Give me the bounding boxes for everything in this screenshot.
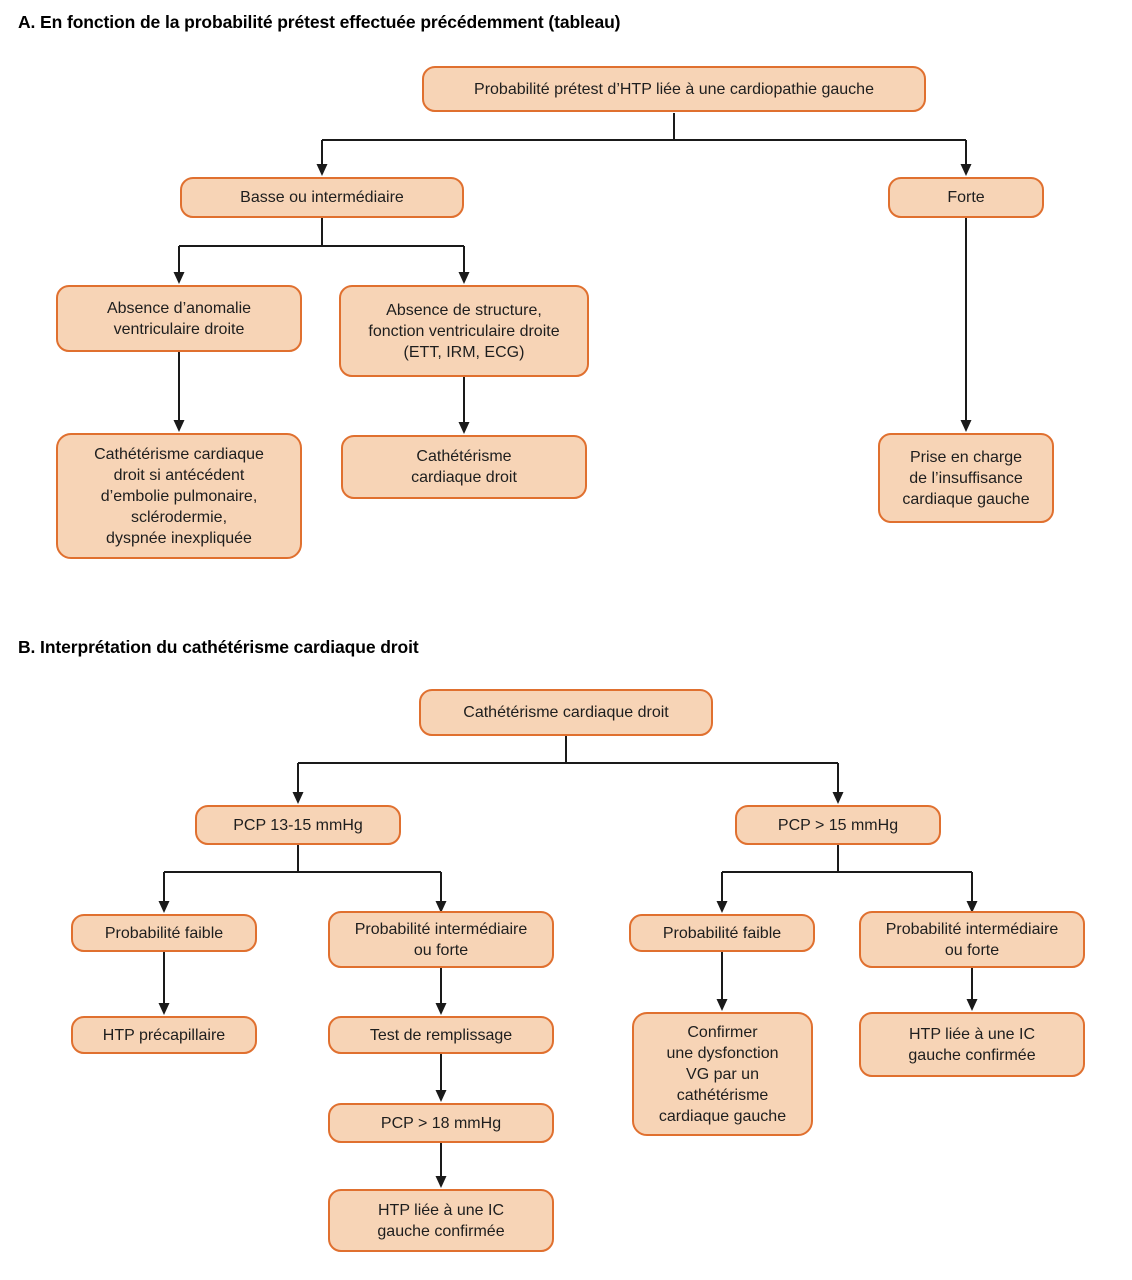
node-test-de-remplissage: Test de remplissage bbox=[328, 1016, 554, 1054]
section-b-title: B. Interprétation du cathétérisme cardia… bbox=[18, 637, 419, 657]
node-catheterisme-si-antecedent: Cathétérisme cardiaque droit si antécéde… bbox=[56, 433, 302, 559]
section-a-title: A. En fonction de la probabilité prétest… bbox=[18, 12, 621, 32]
node-pcp-sup-15: PCP > 15 mmHg bbox=[735, 805, 941, 845]
node-catheterisme-cardiaque-droit-a: Cathétérisme cardiaque droit bbox=[341, 435, 587, 499]
node-prise-en-charge-ic-gauche: Prise en charge de l’insuffisance cardia… bbox=[878, 433, 1054, 523]
node-pcp-13-15: PCP 13-15 mmHg bbox=[195, 805, 401, 845]
node-forte: Forte bbox=[888, 177, 1044, 218]
node-probabilite-pretest-htp: Probabilité prétest d’HTP liée à une car… bbox=[422, 66, 926, 112]
node-pcp-sup-18: PCP > 18 mmHg bbox=[328, 1103, 554, 1143]
node-probabilite-faible-gauche: Probabilité faible bbox=[71, 914, 257, 952]
node-catheterisme-cardiaque-droit-b: Cathétérisme cardiaque droit bbox=[419, 689, 713, 736]
node-absence-structure-fonction-vd: Absence de structure, fonction ventricul… bbox=[339, 285, 589, 377]
node-htp-precapillaire: HTP précapillaire bbox=[71, 1016, 257, 1054]
node-confirmer-dysfonction-vg: Confirmer une dysfonction VG par un cath… bbox=[632, 1012, 813, 1136]
node-htp-ic-gauche-confirmee-droite: HTP liée à une IC gauche confirmée bbox=[859, 1012, 1085, 1077]
node-probabilite-faible-droite: Probabilité faible bbox=[629, 914, 815, 952]
node-absence-anomalie-vd: Absence d’anomalie ventriculaire droite bbox=[56, 285, 302, 352]
node-htp-ic-gauche-confirmee-bas: HTP liée à une IC gauche confirmée bbox=[328, 1189, 554, 1252]
node-basse-ou-intermediaire: Basse ou intermédiaire bbox=[180, 177, 464, 218]
node-probabilite-intermediaire-droite: Probabilité intermédiaire ou forte bbox=[859, 911, 1085, 968]
node-probabilite-intermediaire-gauche: Probabilité intermédiaire ou forte bbox=[328, 911, 554, 968]
